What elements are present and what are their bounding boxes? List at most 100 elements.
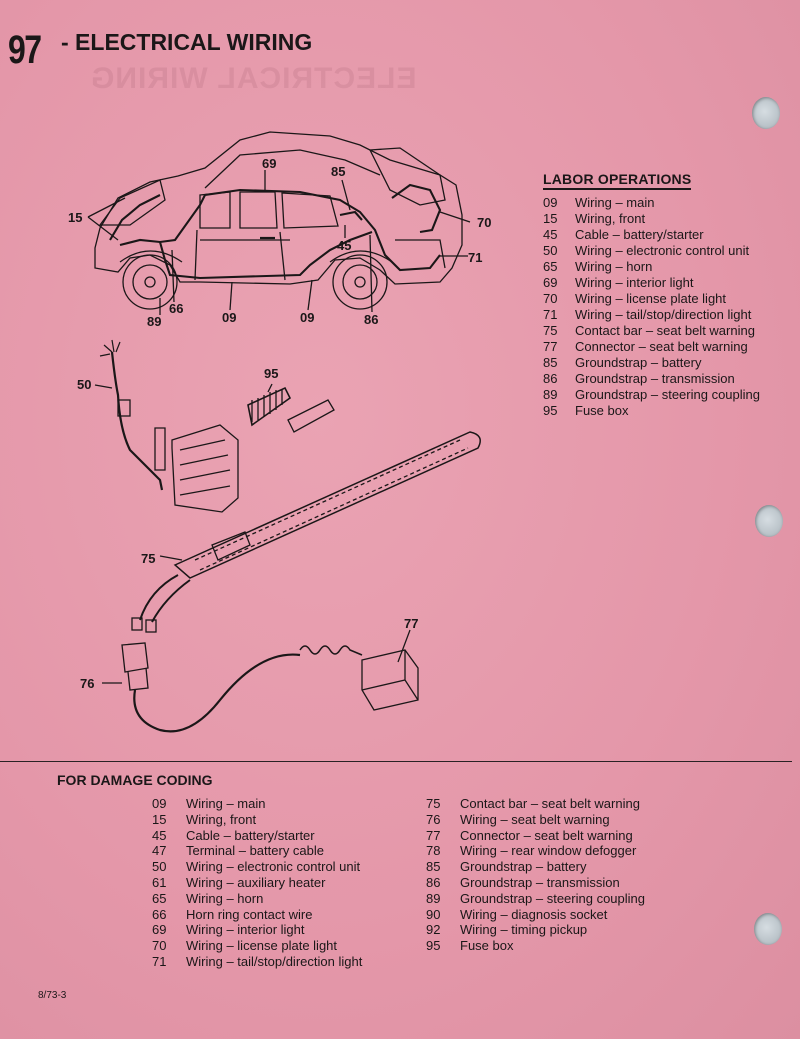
binder-hole-middle	[755, 505, 783, 537]
item-code: 85	[426, 859, 441, 875]
item-95-fuse-block	[247, 386, 292, 427]
item-77-coil	[299, 645, 363, 656]
item-description: Wiring – tail/stop/direction light	[575, 307, 752, 322]
callout-70: 70	[477, 215, 491, 230]
item-code: 71	[543, 307, 558, 322]
section-title: - ELECTRICAL WIRING	[61, 29, 313, 55]
item-code: 50	[543, 243, 558, 258]
item-description: Cable – battery/starter	[575, 227, 704, 242]
list-item: 45 Cable – battery/starter	[152, 828, 392, 844]
list-item: 70 Wiring – license plate light	[543, 291, 763, 307]
item-description: Groundstrap – transmission	[460, 874, 620, 890]
item-code: 09	[152, 796, 167, 811]
item-77-connector	[361, 649, 419, 711]
item-description: Wiring, front	[186, 811, 257, 827]
item-description: Connector – seat belt warning	[460, 827, 633, 843]
item-code: 61	[152, 874, 167, 890]
callout-77: 77	[404, 616, 418, 631]
item-description: Wiring – license plate light	[186, 938, 338, 954]
callout-85: 85	[331, 164, 345, 179]
item-code: 09	[543, 195, 558, 210]
item-code: 45	[543, 227, 558, 242]
item-code: 76	[426, 811, 441, 827]
list-item: 85 Groundstrap – battery	[426, 859, 656, 875]
item-code: 15	[152, 811, 167, 827]
callout-95: 95	[264, 366, 278, 381]
item-description: Terminal – battery cable	[186, 843, 325, 859]
item-description: Wiring – horn	[186, 890, 264, 906]
callout-15: 15	[68, 210, 82, 225]
car-body-outline	[94, 131, 463, 285]
item-code: 69	[152, 922, 167, 938]
item-description: Fuse box	[460, 938, 514, 954]
list-item: 15 Wiring, front	[543, 211, 763, 227]
item-code: 71	[152, 953, 167, 969]
item-95-fuse-cover	[287, 399, 335, 433]
item-code: 75	[543, 323, 558, 338]
binder-hole-top	[752, 97, 780, 129]
item-description: Contact bar – seat belt warning	[460, 796, 640, 811]
front-wheel	[122, 254, 178, 310]
binder-hole-bottom	[754, 913, 782, 945]
item-code: 77	[426, 827, 441, 843]
item-description: Wiring, front	[575, 211, 646, 226]
list-item: 45 Cable – battery/starter	[543, 227, 763, 243]
list-item: 89 Groundstrap – steering coupling	[426, 891, 656, 907]
callout-69: 69	[262, 156, 276, 171]
item-description: Connector – seat belt warning	[575, 339, 748, 354]
item-code: 69	[543, 275, 558, 290]
list-item: 50 Wiring – electronic control unit	[543, 243, 763, 259]
item-code: 50	[152, 859, 167, 875]
item-description: Wiring – tail/stop/direction light	[186, 953, 363, 969]
item-code: 89	[426, 890, 441, 906]
item-code: 45	[152, 827, 167, 843]
callout-50: 50	[77, 377, 91, 392]
item-description: Groundstrap – battery	[460, 859, 587, 875]
item-description: Horn ring contact wire	[186, 906, 313, 922]
list-item: 75 Contact bar – seat belt warning	[543, 323, 763, 339]
item-description: Groundstrap – battery	[575, 355, 702, 370]
callout-45: 45	[337, 238, 351, 253]
item-description: Wiring – license plate light	[575, 291, 727, 306]
item-description: Groundstrap – transmission	[575, 371, 735, 386]
callout-09b: 09	[300, 310, 314, 325]
callout-86: 86	[364, 312, 378, 327]
item-description: Cable – battery/starter	[186, 827, 315, 843]
damage-coding-list-right: 75 Contact bar – seat belt warning 76 Wirin…	[426, 796, 656, 954]
item-code: 92	[426, 922, 441, 938]
item-code: 75	[426, 796, 441, 811]
list-item: 71 Wiring – tail/stop/direction light	[543, 307, 763, 323]
list-item: 15 Wiring, front	[152, 812, 392, 828]
item-description: Contact bar – seat belt warning	[575, 323, 755, 338]
item-description: Wiring – electronic control unit	[575, 243, 750, 258]
item-code: 70	[543, 291, 558, 306]
item-description: Wiring – seat belt warning	[460, 811, 610, 827]
item-description: Wiring – auxiliary heater	[186, 874, 326, 890]
item-code: 86	[426, 874, 441, 890]
list-item: 86 Groundstrap – transmission	[426, 875, 656, 891]
section-divider	[0, 761, 792, 762]
callout-89: 89	[147, 314, 161, 329]
item-code: 65	[543, 259, 558, 274]
item-description: Groundstrap – steering coupling	[460, 890, 646, 906]
callout-09a: 09	[222, 310, 236, 325]
item-code: 70	[152, 938, 167, 954]
callout-71: 71	[468, 250, 482, 265]
item-code: 89	[543, 387, 558, 402]
item-code: 15	[543, 211, 558, 226]
callout-76: 76	[80, 676, 94, 691]
